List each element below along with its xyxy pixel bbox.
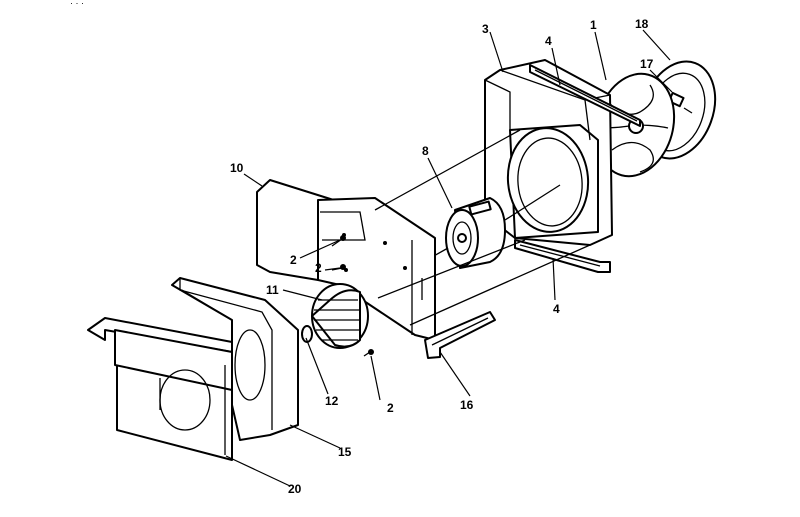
part-11-blower-wheel [311,283,369,349]
label-part-18: 18 [635,17,649,31]
label-part-12: 12 [325,394,339,408]
label-part-3: 3 [482,22,489,36]
part-8-motor [399,184,561,276]
label-part-8: 8 [422,144,429,158]
part-16-strip [424,311,496,359]
part-1-fan-blade [594,72,676,178]
label-part-10: 10 [230,161,244,175]
leader-lines [225,29,673,487]
label-part-11: 11 [266,283,279,297]
label-part-2-lower: 2 [387,401,394,415]
header-text: · · · [70,0,84,8]
label-part-1: 1 [590,18,597,32]
label-part-4-top: 4 [545,34,552,48]
label-part-16: 16 [460,398,474,412]
label-part-4-bottom: 4 [553,302,560,316]
part-4-rail-top [529,64,641,127]
label-part-2-upper: 2 [290,253,297,267]
label-part-20: 20 [288,482,302,496]
part-20-front-panel [87,317,233,461]
label-part-17: 17 [640,57,654,71]
label-part-15: 15 [338,445,352,459]
part-4-rail-bottom [514,239,611,273]
part-2-screws [331,235,374,357]
label-part-2-middle: 2 [315,261,322,275]
